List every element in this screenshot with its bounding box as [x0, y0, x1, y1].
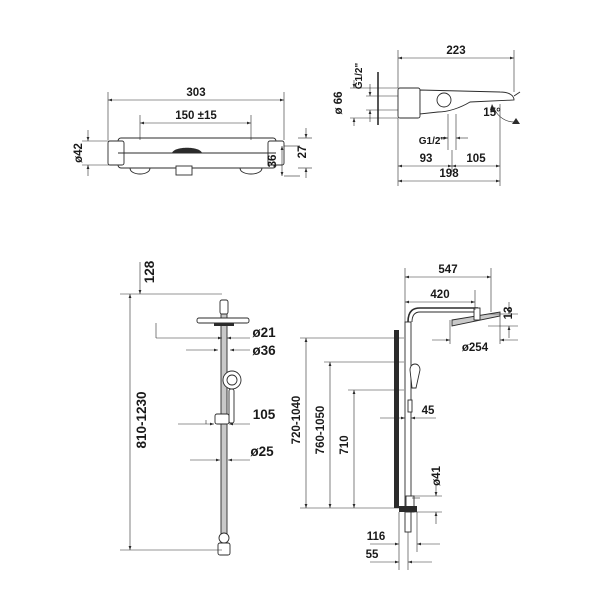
dim-41-label: ø41	[431, 465, 443, 485]
slider	[214, 413, 230, 425]
mixer-front-view: 303 150 ±15 ø42 36 27	[73, 87, 312, 178]
shower-front-view: 128 810-1230 ø21 ø36 105 ø25	[120, 260, 276, 556]
dim-42-label: ø42	[73, 143, 85, 163]
hand-shower-handle	[228, 388, 235, 424]
side-knob	[436, 92, 452, 108]
dim-760-1050-label: 760-1050	[315, 406, 327, 455]
dim-547-label: 547	[438, 264, 457, 276]
wall	[394, 330, 399, 508]
dim-254-label: ø254	[462, 342, 489, 354]
overhead-head	[196, 317, 250, 324]
dim-36-label: 36	[267, 155, 279, 168]
dim-27-label: 27	[297, 146, 309, 159]
dim-93-label: 93	[420, 153, 433, 165]
hand-shower	[222, 370, 242, 390]
right-connector	[239, 167, 263, 175]
mixer-side-view: 223 ø 66 G1/2" 15° G1/2" 93 105 198	[333, 45, 521, 186]
dim-198-label: 198	[439, 168, 459, 180]
dim-116-label: 116	[367, 531, 386, 543]
dim-55-label: 55	[366, 549, 379, 561]
left-connector	[129, 167, 151, 175]
dim-66-label: ø 66	[333, 91, 345, 114]
dim-303-label: 303	[186, 87, 205, 99]
dim-25-label: ø25	[250, 444, 274, 459]
side-hand-shower	[409, 363, 421, 389]
dim-420-label: 420	[430, 289, 449, 301]
diverter	[172, 147, 202, 153]
dim-45-label: 45	[422, 405, 435, 417]
riser-pole	[220, 311, 228, 551]
dim-223-label: 223	[446, 45, 465, 57]
dim-105-label: 105	[466, 153, 486, 165]
dim-810-1230-label: 810-1230	[134, 391, 149, 448]
thread-bottom-label: G1/2"	[419, 136, 446, 147]
dim-710-label: 710	[339, 435, 351, 454]
side-body	[397, 87, 421, 119]
thread-top-label: G1/2"	[354, 63, 365, 90]
dim-105-shower-label: 105	[253, 407, 276, 422]
dim-13-label: 13	[503, 307, 515, 320]
bottom-bracket	[218, 532, 230, 544]
dim-720-1040-label: 720-1040	[291, 396, 303, 445]
dim-21-label: ø21	[252, 325, 276, 340]
outlet	[175, 165, 193, 176]
angle-label: 15°	[483, 107, 501, 119]
shower-side-view: 547 420 13 ø254 720-1040 760-1050 710 45	[291, 264, 518, 570]
dim-128-label: 128	[142, 260, 157, 283]
dim-36-shower-label: ø36	[252, 343, 276, 358]
dim-150-label: 150 ±15	[175, 110, 217, 122]
